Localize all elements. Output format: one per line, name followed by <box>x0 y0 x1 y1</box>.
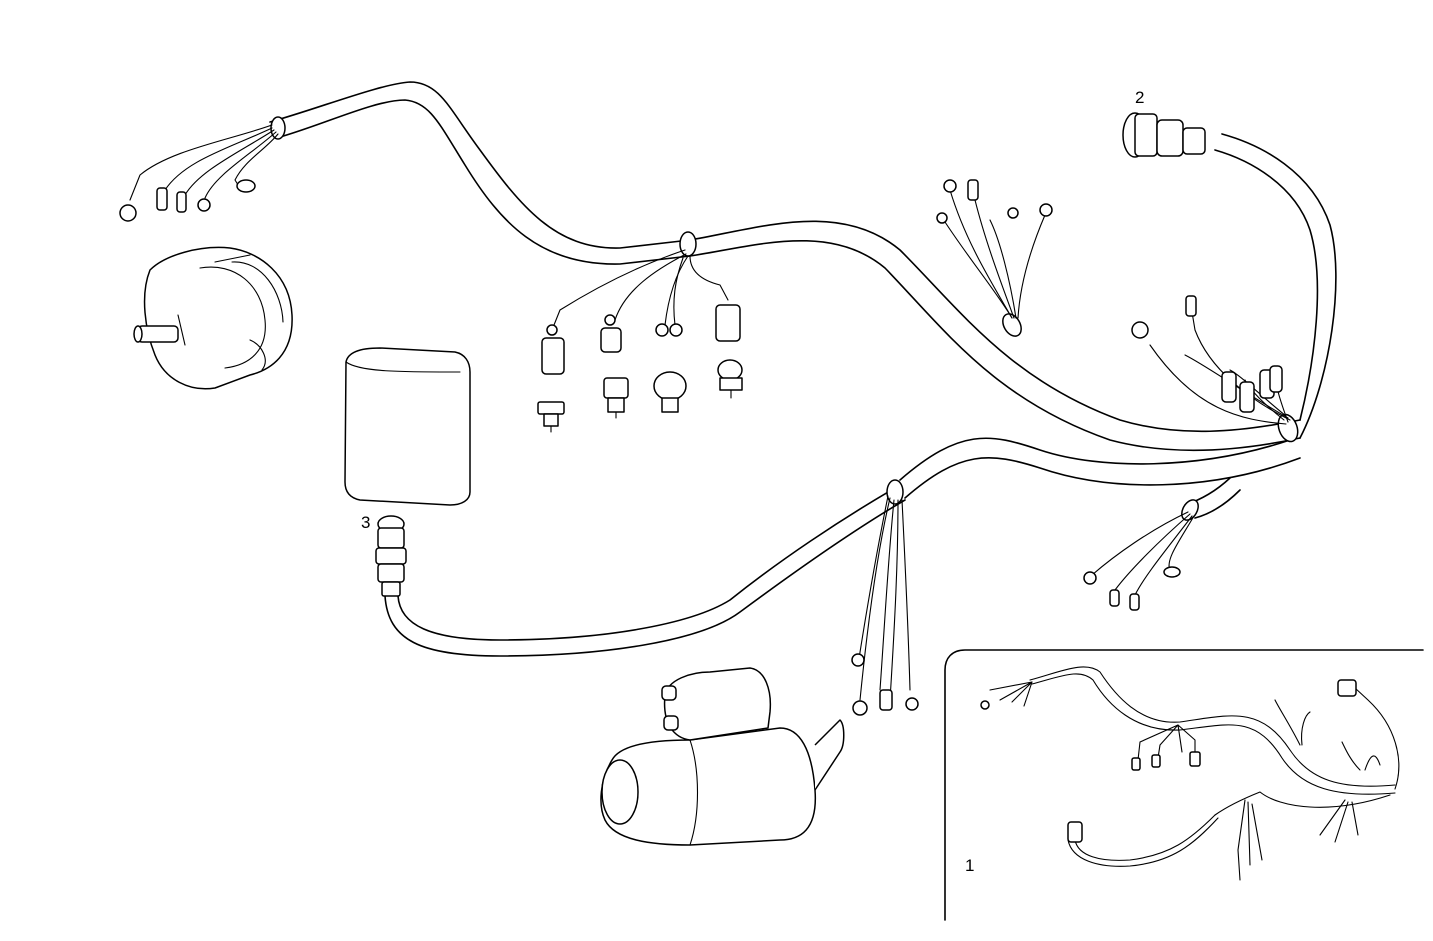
control-unit-box <box>344 347 471 506</box>
alternator-leads <box>119 124 279 222</box>
sensor-leads <box>541 249 741 375</box>
starter-motor-icon <box>600 667 845 846</box>
sender-3-icon <box>653 371 687 413</box>
callout-3: 3 <box>361 513 370 532</box>
connector-2-icon <box>1122 112 1206 158</box>
right-leads-cluster <box>1131 295 1291 425</box>
callout-1: 1 <box>965 856 974 875</box>
sender-4-icon <box>717 359 743 399</box>
lower-right-leads <box>1083 511 1195 611</box>
main-harness-trunk <box>269 81 1337 657</box>
inset-panel <box>944 649 1424 921</box>
inset-harness-icon <box>980 666 1400 881</box>
connector-3-icon <box>375 515 407 597</box>
center-right-leads <box>936 179 1053 319</box>
alternator-icon <box>133 246 293 390</box>
sender-units <box>537 359 743 433</box>
starter-leads <box>851 495 919 716</box>
sender-2-icon <box>603 377 629 419</box>
callout-2: 2 <box>1135 88 1144 107</box>
sender-1-icon <box>537 401 565 433</box>
